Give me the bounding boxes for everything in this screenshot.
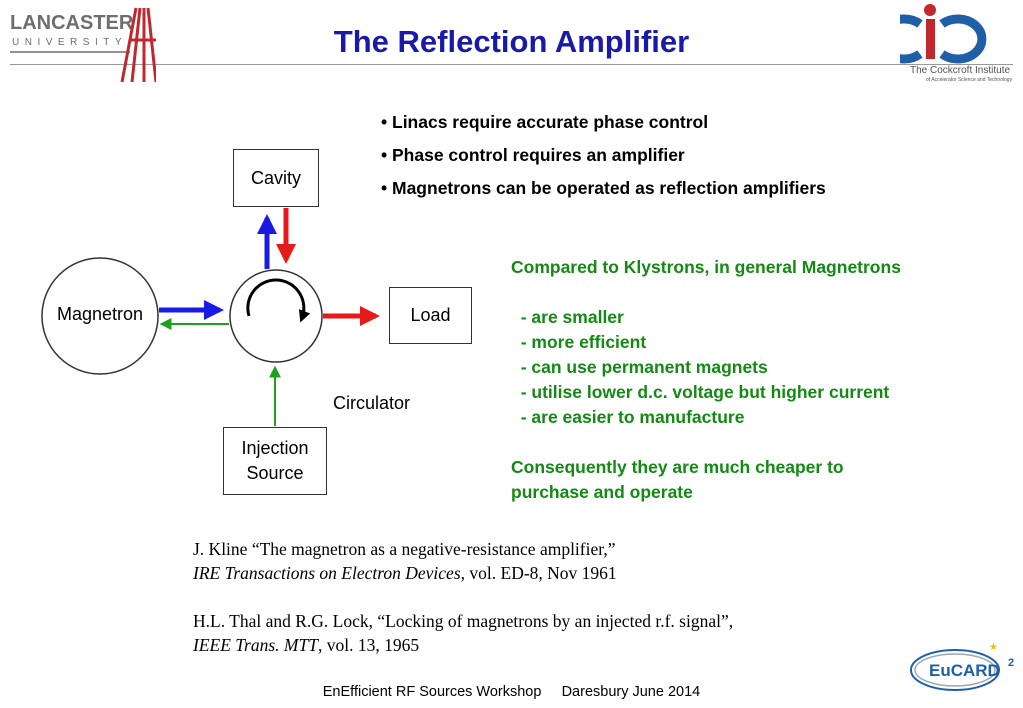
cockcroft-institute-logo: The Cockcroft Institute of Accelerator S… bbox=[900, 4, 1013, 83]
footer: EnEfficient RF Sources Workshop Daresbur… bbox=[322, 684, 701, 700]
logo-text-lancaster: LANCASTER bbox=[10, 12, 134, 34]
reference-line: IEEE Trans. MTT, vol. 13, 1965 bbox=[193, 635, 420, 655]
circulator-label: Circulator bbox=[333, 393, 411, 413]
reference-journal: IRE Transactions on Electron Devices bbox=[193, 563, 461, 583]
comparison-heading: Compared to Klystrons, in general Magnet… bbox=[511, 257, 901, 277]
logo-text-cockcroft: The Cockcroft Institute bbox=[910, 65, 1010, 76]
spacer bbox=[511, 280, 901, 305]
reference-line: H.L. Thal and R.G. Lock, “Locking of mag… bbox=[193, 611, 734, 631]
comparison-conclusion: purchase and operate bbox=[511, 482, 693, 502]
lancaster-university-logo: LANCASTER UNIVERSITY bbox=[10, 7, 156, 83]
bullet-item: • Magnetrons can be operated as reflecti… bbox=[381, 178, 826, 198]
comparison-item: - are easier to manufacture bbox=[511, 407, 745, 427]
logo-text-university: UNIVERSITY bbox=[12, 37, 127, 48]
comparison-item: - can use permanent magnets bbox=[511, 357, 768, 377]
comparison-item: - more efficient bbox=[511, 332, 647, 352]
circulator-circle bbox=[229, 269, 323, 363]
reference-line: IRE Transactions on Electron Devices, vo… bbox=[193, 563, 617, 583]
eucard-text: EuCARD bbox=[929, 661, 1000, 680]
comparison-text: Compared to Klystrons, in general Magnet… bbox=[511, 255, 901, 505]
references: J. Kline “The magnetron as a negative-re… bbox=[193, 537, 733, 657]
bullet-list: • Linacs require accurate phase control … bbox=[381, 106, 826, 205]
load-label: Load bbox=[410, 305, 451, 325]
star-icon: ★ bbox=[989, 642, 998, 653]
comparison-item: - are smaller bbox=[511, 307, 624, 327]
magnetron-circle bbox=[41, 257, 159, 375]
eucard-logo: ★ EuCARD 2 bbox=[910, 642, 1014, 691]
injection-source-box: Injection Source bbox=[223, 427, 327, 495]
reference-line: J. Kline “The magnetron as a negative-re… bbox=[193, 539, 616, 559]
magnetron-label: Magnetron bbox=[56, 304, 144, 324]
reference-journal: IEEE Trans. MTT bbox=[193, 635, 318, 655]
spacer bbox=[193, 585, 733, 609]
spacer bbox=[511, 430, 901, 455]
logo-text-cockcroft-sub: of Accelerator Science and Technology bbox=[926, 77, 1013, 83]
header-divider bbox=[10, 64, 1013, 65]
bullet-item: • Linacs require accurate phase control bbox=[381, 112, 709, 132]
page-title: The Reflection Amplifier bbox=[333, 24, 690, 59]
eucard-superscript: 2 bbox=[1008, 657, 1014, 669]
injection-source-label: Injection Source bbox=[241, 438, 309, 483]
comparison-item: - utilise lower d.c. voltage but higher … bbox=[511, 382, 890, 402]
load-box: Load bbox=[389, 287, 472, 344]
cavity-box: Cavity bbox=[233, 149, 319, 207]
comparison-conclusion: Consequently they are much cheaper to bbox=[511, 457, 844, 477]
circulator-rotation-arrow bbox=[246, 278, 311, 323]
bullet-item: • Phase control requires an amplifier bbox=[381, 145, 685, 165]
cavity-label: Cavity bbox=[250, 167, 301, 188]
